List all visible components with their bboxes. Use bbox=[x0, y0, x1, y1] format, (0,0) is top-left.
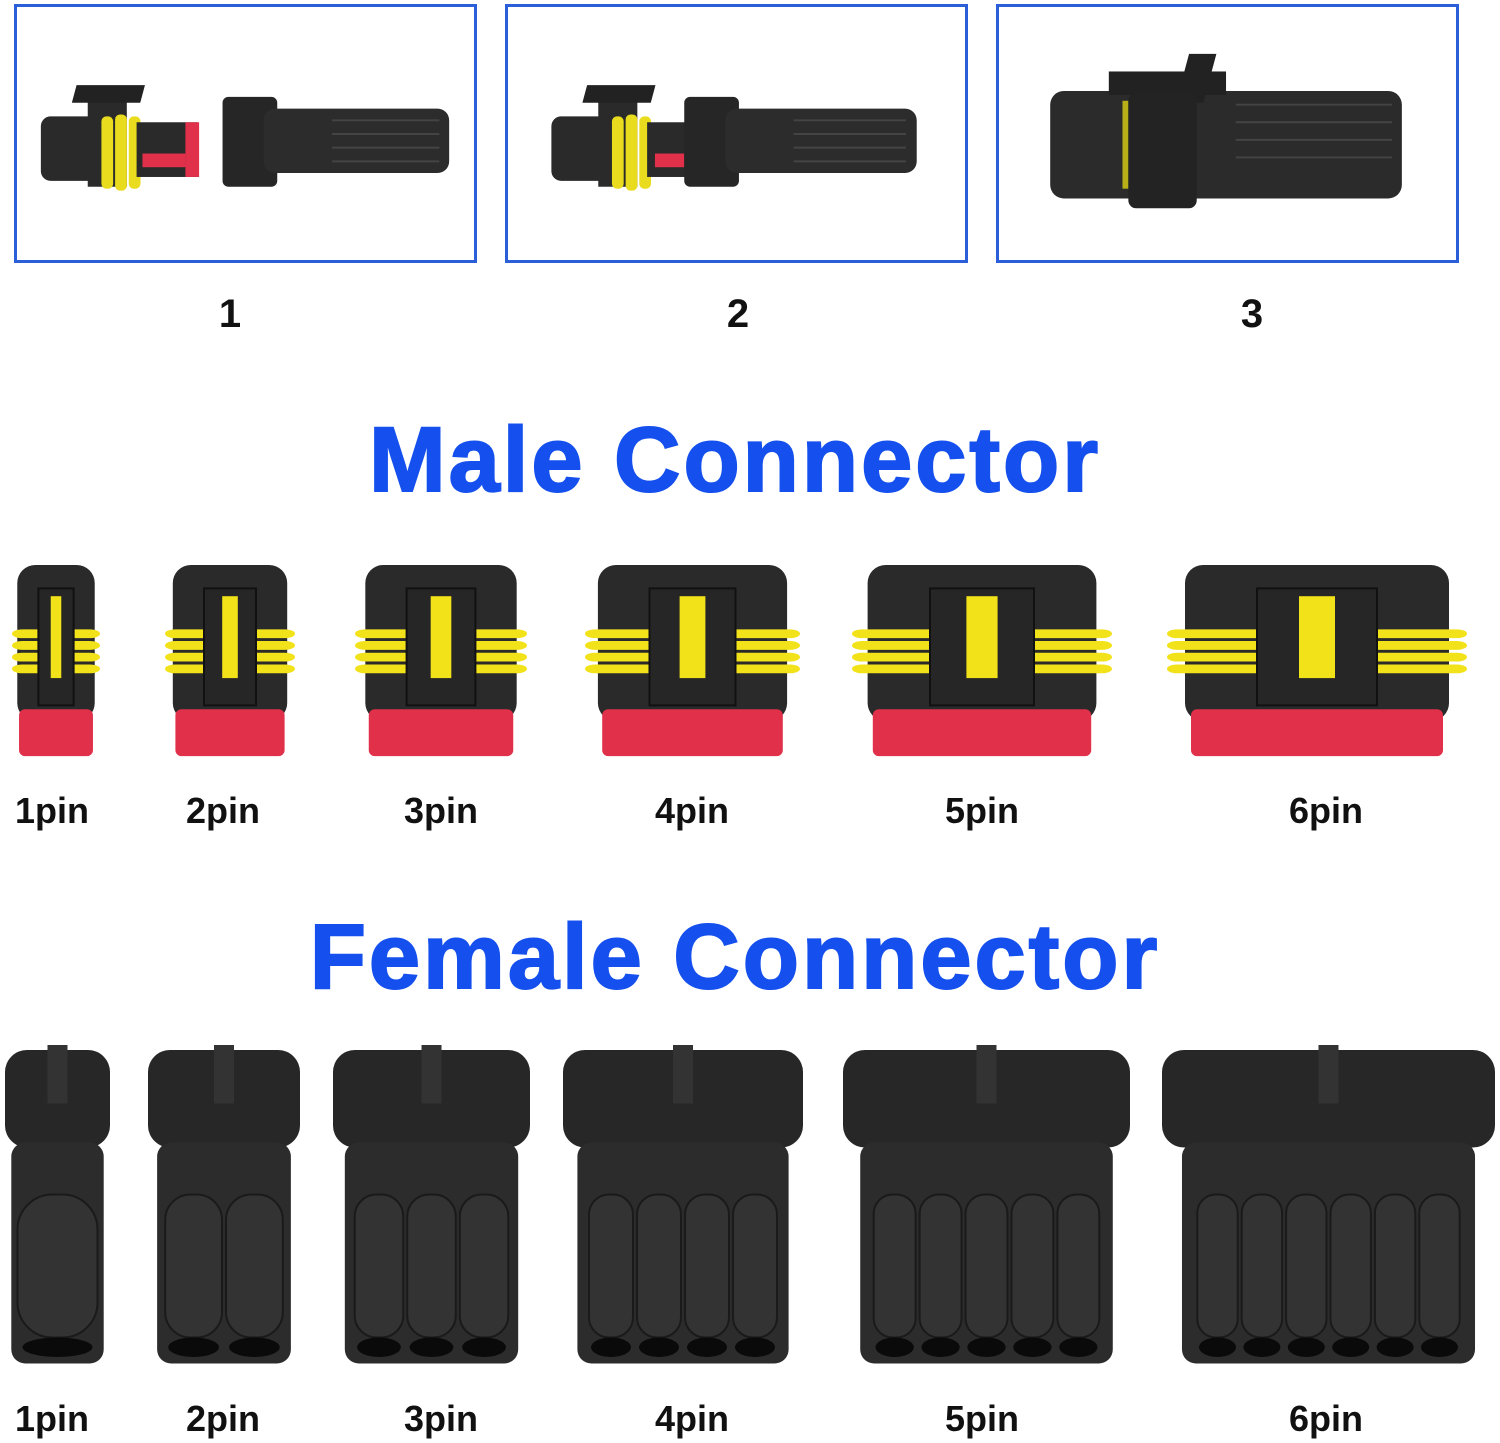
female-connector-3pin-image bbox=[333, 1045, 530, 1375]
assembly-step-1-frame bbox=[14, 4, 477, 263]
female-label-6pin: 6pin bbox=[1288, 1398, 1363, 1439]
connectors-separated-image bbox=[40, 85, 450, 191]
male-connector-4pin-image bbox=[585, 565, 800, 765]
step-label-3: 3 bbox=[1240, 292, 1264, 336]
male-connector-3pin-image bbox=[355, 565, 527, 765]
connectors-locked-image bbox=[1050, 53, 1402, 209]
assembly-step-3-frame bbox=[996, 4, 1459, 263]
connectors-joining-image bbox=[551, 85, 917, 191]
male-connector-heading: Male Connector bbox=[368, 408, 1102, 512]
female-connector-heading: Female Connector bbox=[309, 905, 1161, 1009]
male-label-6pin: 6pin bbox=[1288, 790, 1363, 831]
female-label-5pin: 5pin bbox=[944, 1398, 1019, 1439]
male-connector-5pin-image bbox=[852, 565, 1112, 765]
male-label-4pin: 4pin bbox=[654, 790, 729, 831]
female-connector-6pin-image bbox=[1162, 1045, 1495, 1375]
female-label-3pin: 3pin bbox=[403, 1398, 478, 1439]
female-label-4pin: 4pin bbox=[654, 1398, 729, 1439]
male-connector-1pin-image bbox=[12, 565, 100, 765]
male-label-2pin: 2pin bbox=[185, 790, 260, 831]
female-connector-5pin-image bbox=[843, 1045, 1130, 1375]
male-label-1pin: 1pin bbox=[14, 790, 89, 831]
step-label-1: 1 bbox=[218, 292, 242, 336]
step-label-2: 2 bbox=[726, 292, 750, 336]
assembly-step-2-frame bbox=[505, 4, 968, 263]
female-label-2pin: 2pin bbox=[185, 1398, 260, 1439]
male-label-3pin: 3pin bbox=[403, 790, 478, 831]
male-connector-6pin-image bbox=[1167, 565, 1467, 765]
female-label-1pin: 1pin bbox=[14, 1398, 89, 1439]
female-connector-4pin-image bbox=[563, 1045, 803, 1375]
female-connector-2pin-image bbox=[148, 1045, 300, 1375]
male-label-5pin: 5pin bbox=[944, 790, 1019, 831]
female-connector-1pin-image bbox=[5, 1045, 110, 1375]
male-connector-2pin-image bbox=[165, 565, 295, 765]
